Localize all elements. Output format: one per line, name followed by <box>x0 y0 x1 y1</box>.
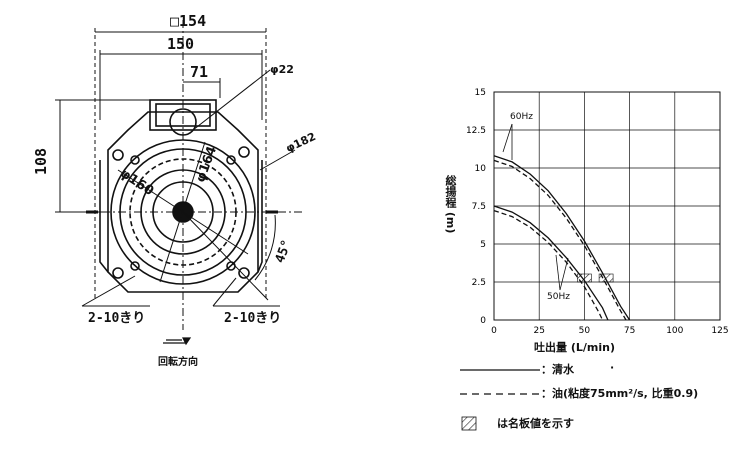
holes-label-left: 2-10きり <box>88 311 146 326</box>
annotation-arrow-50hz <box>559 257 569 291</box>
legend-hatch-swatch <box>461 416 477 431</box>
dim-width-150: 150 <box>167 35 195 53</box>
bolt-hole-br <box>238 267 250 279</box>
x-tick-label: 25 <box>533 326 544 336</box>
series-line <box>493 209 604 321</box>
y-tick-label: 15 <box>475 88 486 98</box>
legend-dot: · <box>610 361 615 374</box>
dim-phi-22: φ22 <box>270 63 294 76</box>
x-tick-label: 0 <box>491 326 497 336</box>
circle-182 <box>110 139 256 285</box>
y-tick-label: 2.5 <box>472 278 486 288</box>
x-tick-label: 75 <box>624 326 635 336</box>
y-tick-label: 10 <box>475 164 487 174</box>
dim-square-154: □154 <box>170 12 207 30</box>
x-tick-label: 50 <box>579 326 591 336</box>
leader-182 <box>259 149 296 171</box>
y-tick-label: 7.5 <box>472 202 486 212</box>
y-axis-label: 総揚程 (m) <box>444 175 457 234</box>
dia-line-164 <box>159 141 206 283</box>
legend-solid-label: ：清水 <box>541 363 574 376</box>
outlet-hole <box>169 108 197 136</box>
bolt-hole-tr <box>238 146 250 158</box>
rated-point-marker <box>598 273 614 283</box>
leader-holes-right <box>212 277 237 307</box>
leader-22 <box>192 69 271 131</box>
bolt-hole-bl <box>112 267 124 279</box>
y-tick-label: 0 <box>480 316 486 326</box>
annotation-arrow-50hz <box>555 254 561 291</box>
outlet-port <box>149 99 217 131</box>
bolt-hole-tl <box>112 149 124 161</box>
rotation-arrow-icon <box>163 337 192 346</box>
annotation-60hz: 60Hz <box>510 112 533 122</box>
x-tick-label: 125 <box>711 326 728 336</box>
angle-arc <box>254 214 276 281</box>
holes-label-right: 2-10きり <box>224 311 282 326</box>
y-tick-label: 5 <box>480 240 486 250</box>
annotation-50hz: 50Hz <box>547 292 570 302</box>
series-line <box>493 155 631 321</box>
dim-offset-71: 71 <box>190 63 209 81</box>
annotation-arrow-60hz <box>502 123 513 153</box>
series-line <box>493 159 627 321</box>
rated-point-marker <box>577 273 592 283</box>
y-tick-label: 12.5 <box>466 126 486 136</box>
x-tick-label: 100 <box>666 326 683 336</box>
series-line <box>493 205 609 321</box>
leader-holes-left <box>81 275 136 307</box>
legend-dashed-label: ：油(粘度75mm²/s, 比重0.9) <box>541 387 699 400</box>
pump-body <box>99 99 263 293</box>
legend-hatch-label: は名板値を示す <box>497 417 574 430</box>
rotation-direction-label: 回転方向 <box>158 357 198 368</box>
x-axis-label: 吐出量 (L/min) <box>534 341 615 354</box>
